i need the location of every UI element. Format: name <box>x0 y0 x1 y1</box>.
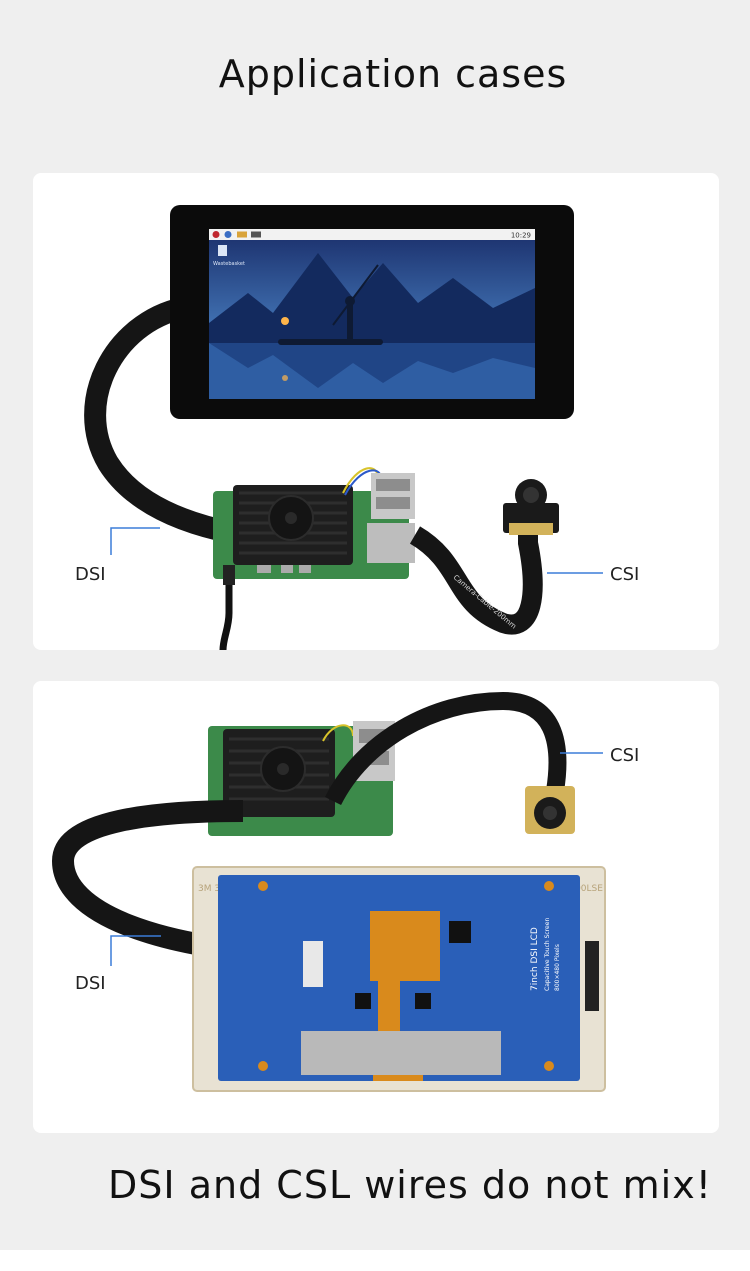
lcd-label-line1: 7inch DSI LCD <box>530 927 540 991</box>
taskbar-time: 10:29 <box>511 232 531 240</box>
warning-caption: DSI and CSL wires do not mix! <box>108 1163 712 1207</box>
csi-callout-label: CSI <box>610 564 640 585</box>
desktop-taskbar <box>209 229 535 240</box>
bottom-band <box>0 1250 750 1271</box>
application-case-2-panel: 3M 300LSE 3M 300LSE 7inch DSI LCD Capaci… <box>33 681 719 1133</box>
dsi-callout-line <box>110 527 160 555</box>
trash-icon <box>218 245 227 256</box>
desktop-icon-label: Wastebasket <box>213 261 245 267</box>
lantern <box>281 317 289 325</box>
csi-ribbon-cable <box>324 691 567 806</box>
ethernet-port <box>367 523 415 563</box>
page-title: Application cases <box>218 52 568 96</box>
power-cable <box>219 579 233 650</box>
dsi-connector <box>303 941 323 987</box>
dsi-callout-label: DSI <box>75 564 106 585</box>
lcd-label-line3: 800×480 Pixels <box>554 944 561 991</box>
fpc-orange <box>370 911 440 981</box>
dsi-callout-label: DSI <box>75 973 106 994</box>
csi-ribbon-cable <box>409 523 543 635</box>
lcd-label-line2: Capacitive Touch Screen <box>544 918 551 991</box>
dsi-callout-line <box>110 935 161 966</box>
boat <box>278 339 383 345</box>
csi-callout-label: CSI <box>610 745 640 766</box>
lcd-back-panel <box>301 1031 501 1075</box>
case-2-illustration: 3M 300LSE 3M 300LSE 7inch DSI LCD Capaci… <box>51 691 606 1092</box>
case-1-illustration: 10:29 Wastebasket <box>84 205 603 650</box>
application-case-1-panel: 10:29 Wastebasket <box>33 173 719 650</box>
dsi-ribbon-cable <box>84 297 236 544</box>
